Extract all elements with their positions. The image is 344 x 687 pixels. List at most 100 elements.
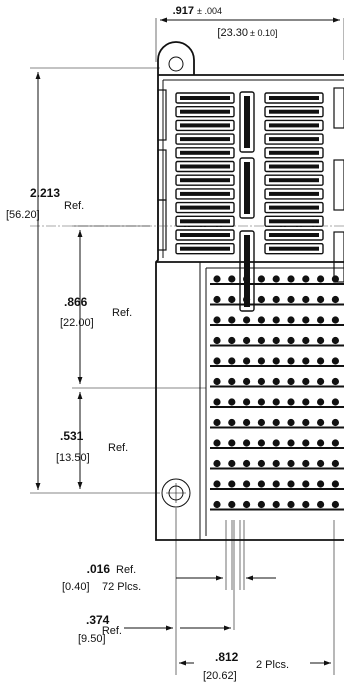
pin [257,275,265,283]
pin [287,439,295,447]
top-mounting-hole [168,56,184,72]
pin [331,316,339,324]
center-slot-fill [244,235,250,307]
pin [302,459,310,468]
pin [302,398,310,406]
pin [272,295,280,304]
pin [243,336,251,345]
pin [331,459,339,468]
pin [257,377,265,386]
contact-slot [175,242,235,255]
contact-slot-fill [269,150,319,155]
contact-slot [175,174,235,186]
contact-slot [175,215,235,228]
contact-slot [264,105,324,118]
center-slot-fill [244,162,250,214]
width-metric-tolerance: ± 0.10] [250,28,277,38]
pin [302,357,310,365]
pin [243,377,251,386]
contact-slot-fill [180,219,230,224]
side-rib [157,149,167,201]
pin [213,500,221,509]
dimension-labels: .917 ± .004 [23.30 ± 0.10] 2.213 [56.20]… [6,5,289,682]
pin [213,480,221,488]
contact-slot [175,92,235,104]
contact-slot-fill [180,96,230,100]
pin [317,500,325,509]
pin [331,295,339,304]
lower-span-metric: [13.50] [56,452,90,464]
pin [272,398,280,406]
contact-slot [175,105,235,118]
pin [228,500,236,509]
top-mounting-lug [157,41,195,75]
contact-slot-fill [269,178,319,183]
pin [257,500,265,509]
edge-slot [333,87,344,129]
pin [287,377,295,386]
contact-slot [264,133,324,145]
pin [257,316,265,324]
width-value: .917 [173,5,194,17]
center-slot [239,157,255,219]
contact-slot [264,119,324,132]
pin [287,316,295,324]
contact-slot [264,92,324,104]
pin [213,275,221,283]
pin-width-note: 2 Plcs. [256,659,289,671]
contact-slot-fill [180,205,230,210]
pin-width-value: .812 [215,650,239,664]
pin [243,357,251,365]
pin [272,357,280,365]
pin-offset-value: .016 [87,562,111,576]
contact-slot-fill [269,219,319,224]
pin [228,357,236,365]
contact-slot [175,147,235,159]
pin [331,275,339,283]
height-value: 2.213 [30,186,60,200]
pin [213,336,221,345]
pin [331,500,339,509]
contact-slot [264,201,324,214]
pin [257,439,265,447]
pin [272,377,280,386]
contact-slot-fill [180,109,230,114]
pin [228,459,236,468]
pin-offset-note: 72 Plcs. [102,581,141,593]
centerlines [30,18,344,675]
contact-slot-fill [180,123,230,128]
pin [302,480,310,488]
pin-offset-metric: [0.40] [62,581,90,593]
dimension-lines [35,17,340,666]
pin [287,336,295,345]
pin [243,398,251,406]
side-rib [157,199,167,251]
pin [317,480,325,488]
height-suffix: Ref. [64,200,84,212]
center-slot [239,91,255,153]
pin [228,480,236,488]
pin [243,275,251,283]
width-tolerance: ± .004 [197,6,222,16]
pin [331,480,339,488]
pin [272,336,280,345]
pin [272,275,280,283]
pin [243,316,251,324]
pin [213,439,221,447]
pin [302,336,310,345]
lower-span-suffix: Ref. [108,442,128,454]
pin [213,377,221,386]
contact-slot-fill [269,205,319,210]
contact-slot [264,242,324,255]
pin [302,418,310,427]
upper-span-value: .866 [64,295,88,309]
pin [317,316,325,324]
pin [243,459,251,468]
pin [272,439,280,447]
contact-slot [175,188,235,200]
contact-slot-fill [180,191,230,196]
contact-slot-fill [269,123,319,128]
pin [257,336,265,345]
pin [213,357,221,365]
